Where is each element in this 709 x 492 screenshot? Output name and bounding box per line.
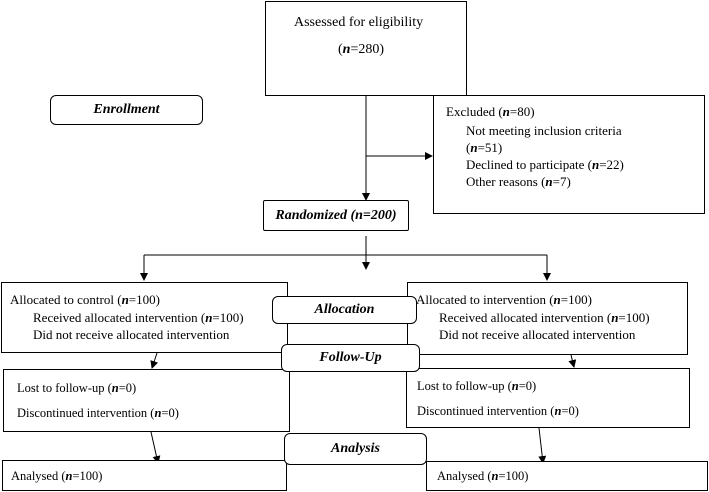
allocation-label: Allocation [272, 296, 417, 324]
intervention-allocation-box: Allocated to intervention (n=100) Receiv… [407, 282, 688, 355]
intervention-followup-box: Lost to follow-up (n=0) Discontinued int… [406, 368, 690, 428]
excluded-item: Not meeting inclusion criteria [466, 123, 622, 138]
arrow-intervention-to-followup [568, 354, 577, 368]
assessed-count: (n=280) [338, 42, 385, 57]
control-followup-box: Lost to follow-up (n=0) Discontinued int… [3, 369, 290, 432]
excluded-box: Excluded (n=80) Not meeting inclusion cr… [433, 95, 705, 214]
control-analysed: Analysed (n=100) [11, 469, 103, 483]
intervention-lost: Lost to follow-up (n=0) [417, 379, 537, 393]
analysis-label: Analysis [284, 433, 427, 465]
intervention-analysed: Analysed (n=100) [437, 469, 529, 483]
intervention-allocated: Allocated to intervention (n=100) [416, 292, 592, 307]
intervention-not-received: Did not receive allocated intervention [439, 327, 636, 342]
excluded-title: Excluded (n=80) [446, 104, 535, 119]
control-allocation-box: Allocated to control (n=100) Received al… [1, 282, 288, 353]
control-allocated: Allocated to control (n=100) [10, 292, 160, 307]
randomized-label: Randomized (n=200) [263, 200, 409, 231]
assessed-box: Assessed for eligibility (n=280) [265, 1, 467, 96]
control-not-received: Did not receive allocated intervention [33, 327, 230, 342]
intervention-analysis-box: Analysed (n=100) [426, 461, 708, 491]
arrow-intervention-to-analysis [538, 427, 547, 464]
excluded-item: Other reasons (n=7) [466, 174, 571, 189]
intervention-received: Received allocated intervention (n=100) [439, 310, 650, 325]
intervention-discontinued: Discontinued intervention (n=0) [417, 404, 579, 418]
control-lost: Lost to follow-up (n=0) [17, 381, 137, 395]
arrow-control-to-analysis [150, 431, 161, 464]
arrow-control-to-followup [150, 352, 159, 369]
assessed-label: Assessed for eligibility [294, 15, 424, 30]
control-analysis-box: Analysed (n=100) [2, 460, 287, 491]
control-discontinued: Discontinued intervention (n=0) [17, 406, 179, 420]
enrollment-label: Enrollment [50, 95, 203, 125]
excluded-item: Declined to participate (n=22) [466, 157, 624, 172]
control-received: Received allocated intervention (n=100) [33, 310, 244, 325]
followup-label: Follow-Up [281, 344, 420, 372]
excluded-item: (n=51) [466, 140, 503, 155]
